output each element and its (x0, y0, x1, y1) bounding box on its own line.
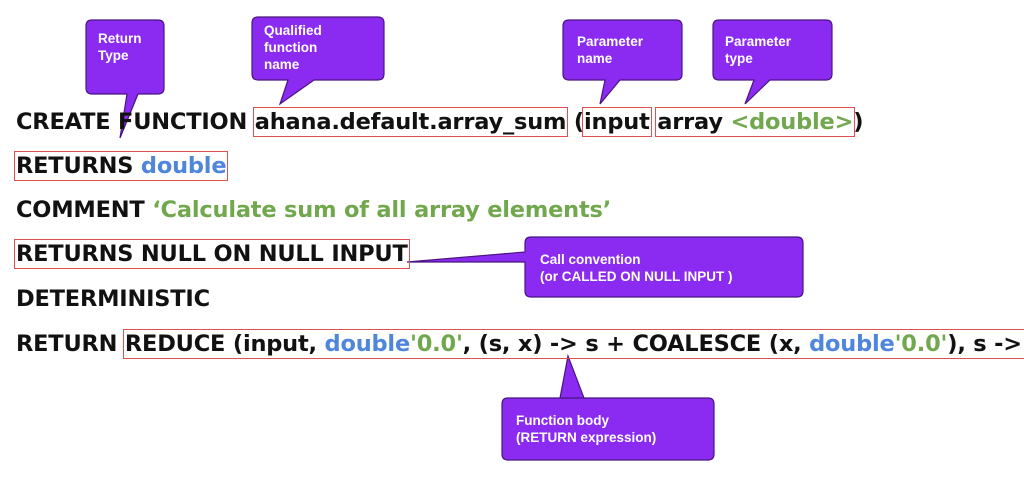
parameter-type-array: array (657, 109, 731, 135)
function-body: REDUCE (input, double'0.0', (s, x) -> s … (122, 329, 1024, 359)
callout-line: name (577, 51, 613, 66)
body-part: , (s, x) -> s + COALESCE (x, (462, 331, 810, 357)
callout-line: Qualified (264, 23, 322, 38)
callout-line: Function body (516, 413, 609, 428)
callout-param-name-shape (562, 19, 683, 105)
returns-keyword: RETURNS (16, 153, 141, 179)
callout-line: Call convention (540, 252, 641, 267)
qualified-function-name: ahana.default.array_sum (252, 107, 569, 137)
double-type: double (324, 331, 411, 357)
return-keyword: RETURN (16, 331, 125, 357)
callout-call-convention: Call convention (or CALLED ON NULL INPUT… (540, 251, 733, 285)
return-type-value: double (140, 153, 227, 179)
code-line-create-function: CREATE FUNCTION ahana.default.array_sum … (16, 107, 864, 137)
code-line-call-convention: RETURNS NULL ON NULL INPUT (14, 239, 410, 269)
callout-function-body-shape (501, 353, 715, 461)
return-type: RETURNS double (13, 151, 229, 181)
zero-literal: '0.0' (410, 331, 463, 357)
close-paren: ) (853, 109, 864, 135)
callout-return-type: Return Type (98, 30, 142, 64)
parameter-type: array <double> (655, 107, 856, 137)
callout-param-type: Parameter type (725, 33, 791, 67)
call-convention: RETURNS NULL ON NULL INPUT (14, 239, 410, 269)
callout-param-type-shape (712, 19, 833, 105)
body-part: REDUCE (input, (124, 331, 325, 357)
deterministic-keyword: DETERMINISTIC (16, 286, 210, 312)
code-line-deterministic: DETERMINISTIC (16, 284, 210, 314)
parameter-name: input (582, 107, 652, 137)
callout-line: name (264, 57, 300, 72)
callout-qualified-name: Qualified function name (264, 22, 322, 73)
callout-qualified-name-shape (251, 16, 385, 106)
callout-line: (or CALLED ON NULL INPUT ) (540, 269, 733, 284)
callout-line: Parameter (577, 34, 644, 49)
callout-line: (RETURN expression) (516, 430, 657, 445)
callout-call-convention-shape (406, 236, 804, 298)
code-line-return-body: RETURN REDUCE (input, double'0.0', (s, x… (16, 329, 1024, 359)
double-type: double (809, 331, 895, 357)
callout-param-name: Parameter name (577, 33, 643, 67)
callout-line: function (264, 40, 318, 55)
create-function-keyword: CREATE FUNCTION (16, 109, 255, 135)
callout-line: type (725, 51, 753, 66)
open-paren: ( (573, 109, 585, 135)
zero-literal: '0.0' (894, 331, 948, 357)
parameter-type-generic: <double> (730, 109, 854, 135)
body-part: ), s -> s) (947, 331, 1022, 357)
callout-function-body: Function body (RETURN expression) (516, 412, 656, 446)
comment-text: ‘Calculate sum of all array elements’ (152, 197, 612, 223)
callout-line: Return (98, 31, 142, 46)
comment-keyword: COMMENT (16, 197, 153, 223)
callout-return-type-shape (85, 19, 165, 139)
code-line-comment: COMMENT ‘Calculate sum of all array elem… (16, 195, 611, 225)
callout-line: Parameter (725, 34, 792, 49)
callout-line: Type (98, 48, 129, 63)
code-line-returns: RETURNS double (13, 151, 229, 181)
